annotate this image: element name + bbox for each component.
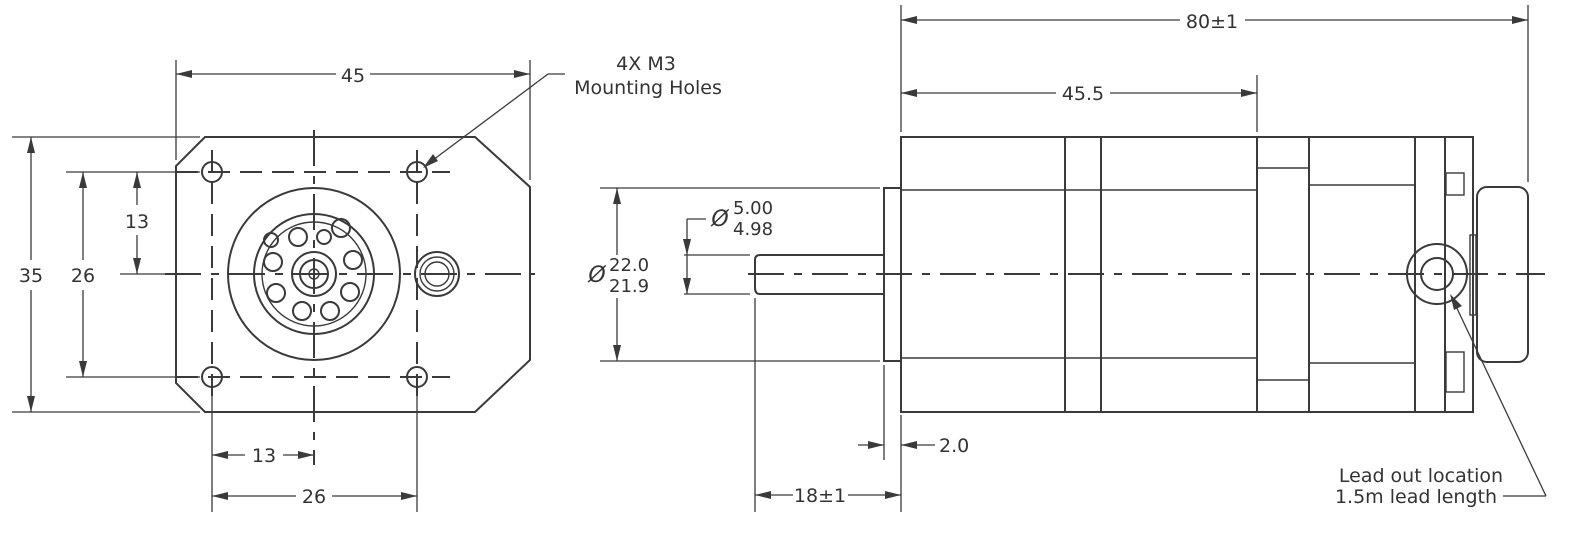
callout-mounting-holes-line1: 4X M3 xyxy=(616,53,676,75)
dim-half-spacing-h-13: 13 xyxy=(252,445,276,467)
bearing-icon xyxy=(227,187,401,361)
pilot-dia-max: 22.0 xyxy=(609,255,649,276)
dim-body-length: 45.5 xyxy=(1062,83,1104,105)
front-view: 45 35 26 13 13 26 4X M3 xyxy=(12,53,722,512)
side-view: 80±1 45.5 Ø 22.0 21.9 Ø 5.00 4.98 2.0 xyxy=(587,5,1547,512)
pilot-dia-symbol: Ø xyxy=(587,263,606,288)
dim-hole-spacing-v-26: 26 xyxy=(71,265,95,287)
mounting-hole-icon xyxy=(201,161,428,388)
pilot-dia-min: 21.9 xyxy=(609,276,649,297)
callout-lead-out-line2: 1.5m lead length xyxy=(1335,486,1497,508)
callout-lead-out-line1: Lead out location xyxy=(1339,465,1503,487)
lead-grommet-icon xyxy=(414,251,460,297)
dim-half-spacing-v-13: 13 xyxy=(125,211,149,233)
callout-mounting-holes-line2: Mounting Holes xyxy=(574,77,722,99)
dim-hole-spacing-h-26: 26 xyxy=(302,486,326,508)
shaft-dia-min: 4.98 xyxy=(733,219,773,240)
dim-height-35: 35 xyxy=(19,265,43,287)
dim-overall-length: 80±1 xyxy=(1186,11,1238,33)
flange-outline xyxy=(175,136,531,413)
dim-shaft-length: 18±1 xyxy=(794,485,846,507)
dim-pilot-depth: 2.0 xyxy=(939,435,969,457)
shaft-dia-max: 5.00 xyxy=(733,198,773,219)
shaft-dia-symbol: Ø xyxy=(710,207,729,232)
dim-width-45: 45 xyxy=(341,65,365,87)
